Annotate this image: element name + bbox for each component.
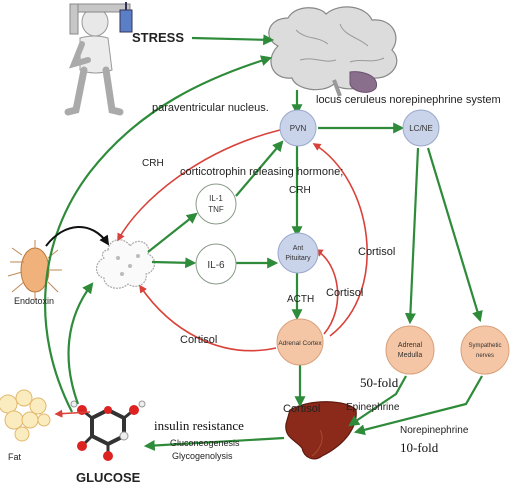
macrophage-to-il1-arrow (147, 212, 198, 253)
medulla-label-2: Medulla (398, 352, 423, 359)
lcne-node: LC/NE (402, 109, 440, 147)
glucose-to-brain-arrow (44, 55, 273, 413)
pvn-node: PVN (279, 109, 317, 147)
lcne-to-sympathetic-arrow (426, 147, 483, 323)
sympathetic-nerves-node: Sympathetic nerves (460, 325, 510, 375)
glucose-to-fat-arrow (54, 409, 91, 418)
il1-tnf-node: IL-1 TNF (195, 183, 237, 225)
tnf-label: TNF (208, 205, 224, 214)
adrenal-to-macrophage-arrow (139, 284, 277, 352)
brain-icon (268, 6, 398, 97)
crh-left-label: CRH (142, 158, 164, 169)
stress-label: STRESS (132, 30, 184, 45)
red-arrows (54, 129, 368, 418)
sympathetic-to-liver-arrow (353, 375, 483, 436)
il6-label: IL-6 (207, 260, 225, 271)
gluconeogenesis-label: Gluconeogenesis (170, 438, 240, 448)
paraventricular-label: paraventricular nucleus. (152, 102, 269, 114)
cortisol-right-label: Cortisol (358, 246, 395, 258)
adrenal-medulla-node: Adrenal Medulla (385, 325, 435, 375)
antpit-label-1: Ant (293, 245, 304, 252)
adrenal-to-pvn-arrow (312, 143, 368, 337)
norepinephrine-label: Norepinephrine (400, 425, 469, 436)
adrenal-cortex-label: Adrenal Cortex (278, 340, 322, 347)
antpit-label-2: Pituitary (285, 255, 311, 262)
glucose-to-macrophage-arrow (67, 282, 94, 405)
crh-center-label: CRH (289, 185, 311, 196)
cortisol-bottom-label: Cortisol (283, 403, 320, 415)
corticotrophin-label: corticotrophin releasing hormone; (180, 166, 343, 178)
stressed-person-icon (64, 2, 133, 116)
fifty-fold-label: 50-fold (360, 375, 399, 390)
fat-tissue-icon (0, 389, 51, 442)
adrenal-cortex-node: Adrenal Cortex (276, 318, 324, 366)
anterior-pituitary-node: Ant Pituitary (277, 232, 319, 274)
epinephrine-label: Epinephrine (346, 402, 400, 413)
liver-icon (285, 401, 357, 460)
il1-to-pvn-arrow (235, 140, 284, 197)
adrenal-to-antpit-arrow (314, 249, 339, 335)
insulin-resistance-label: insulin resistance (154, 418, 244, 433)
sympathetic-label-1: Sympathetic (468, 343, 501, 349)
macrophage-to-il6-arrow (151, 257, 197, 269)
il1-label: IL-1 (209, 194, 223, 203)
ten-fold-label: 10-fold (400, 440, 439, 455)
green-arrows (44, 34, 483, 451)
stress-to-brain-arrow (191, 34, 275, 46)
fat-label: Fat (8, 452, 22, 462)
cortisol-left-label: Cortisol (180, 334, 217, 346)
pvn-to-macrophage-arrow (117, 129, 281, 242)
glucose-molecule-icon (70, 400, 146, 461)
medulla-label-1: Adrenal (398, 342, 423, 349)
macrophage-icon (95, 239, 156, 289)
liver-to-glucose-arrow (143, 436, 285, 451)
il6-node: IL-6 (195, 243, 237, 285)
glucose-label: GLUCOSE (76, 470, 141, 485)
locus-ceruleus-label: locus ceruleus norepinephrine system (316, 94, 501, 106)
lcne-label: LC/NE (409, 124, 433, 133)
sympathetic-label-2: nerves (476, 353, 494, 359)
lcne-to-medulla-arrow (404, 147, 420, 325)
glycogenolysis-label: Glycogenolysis (172, 451, 233, 461)
endotoxin-label: Endotoxin (14, 296, 54, 306)
cortisol-mid-label: Cortisol (326, 287, 363, 299)
endotoxin-bacterium-icon (7, 240, 62, 300)
acth-label: ACTH (287, 294, 314, 305)
endotoxin-to-macrophage-arrow (45, 226, 110, 247)
medulla-to-liver-arrow (348, 375, 407, 427)
pvn-label: PVN (290, 124, 307, 133)
